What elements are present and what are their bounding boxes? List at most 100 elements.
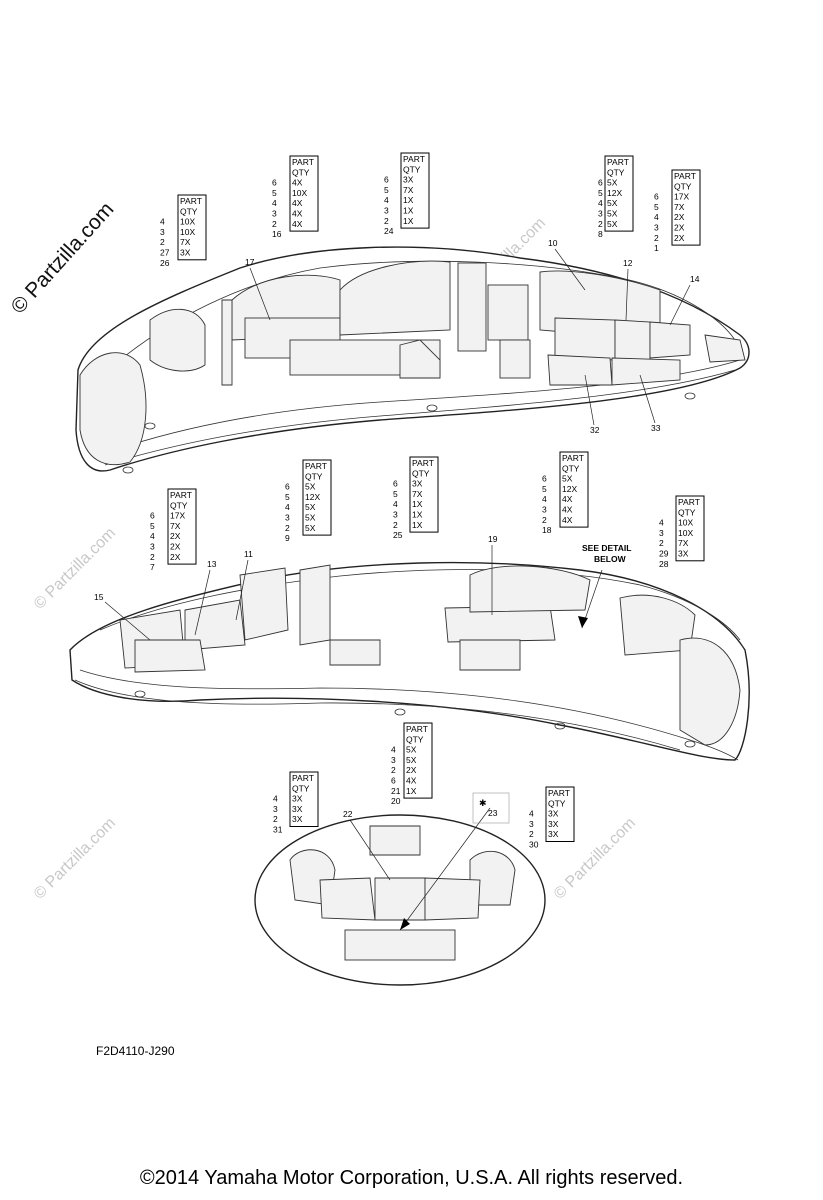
part-number: 5 [150,521,155,531]
qty-table-header: PART [305,461,327,471]
qty-table-header: QTY [170,500,188,510]
qty-value: 12X [305,492,320,502]
qty-table-header: QTY [678,507,696,517]
part-number: 4 [160,217,165,227]
qty-value: 7X [403,185,414,195]
part-number: 4 [150,531,155,541]
part-number: 3 [160,227,165,237]
qty-value: 4X [562,494,573,504]
qty-value: 3X [403,175,414,185]
qty-value: 2X [170,531,181,541]
part-number: 28 [659,559,669,569]
callout-13: 13 [207,559,217,569]
qty-value: 10X [180,217,195,227]
watermark-faint: © Partzilla.com [31,815,119,903]
qty-table-box [400,152,430,229]
part-number: 4 [529,809,534,819]
qty-value: 7X [678,538,689,548]
callout-32: 32 [590,425,600,435]
qty-table-box [675,495,705,562]
part-number: 2 [542,515,547,525]
qty-value: 5X [305,482,316,492]
part-number: 6 [542,474,547,484]
qty-table-header: PART [403,154,425,164]
qty-table-box [302,459,332,536]
qty-table-header: PART [292,157,314,167]
qty-value: 7X [170,521,181,531]
qty-table-header: PART [678,497,700,507]
qty-value: 10X [292,188,307,198]
qty-value: 7X [412,489,423,499]
part-number: 4 [384,195,389,205]
part-number: 8 [598,229,603,239]
part-number: 27 [160,248,170,258]
qty-value: 5X [562,474,573,484]
qty-tables: PARTQTY10X10X7X3X4322726PARTQTY4X10X4X4X… [150,152,705,850]
qty-table-header: QTY [403,164,421,174]
qty-value: 3X [548,829,559,839]
part-number: 4 [542,494,547,504]
part-number: 1 [654,243,659,253]
callouts: 10 12 14 17 32 33 11 13 15 19 22 23 ✱ [94,238,700,881]
part-number: 26 [160,258,170,268]
part-number: 5 [285,492,290,502]
part-number: 7 [150,562,155,572]
part-number: 5 [272,188,277,198]
qty-table-box [545,786,575,842]
diagram-code: F2D4110-J290 [96,1044,175,1058]
qty-table-box [177,194,207,261]
part-number: 6 [391,776,396,786]
qty-value: 7X [180,237,191,247]
qty-value: 1X [412,520,423,530]
qty-value: 1X [403,206,414,216]
part-number: 4 [273,794,278,804]
qty-table-header: QTY [180,206,198,216]
qty-table-header: QTY [548,798,566,808]
part-number: 5 [393,489,398,499]
qty-value: 3X [292,794,303,804]
part-number: 16 [272,229,282,239]
qty-table-box [289,771,319,827]
qty-value: 3X [180,248,191,258]
part-number: 2 [150,552,155,562]
qty-value: 2X [170,542,181,552]
part-number: 2 [273,814,278,824]
part-number: 2 [393,520,398,530]
qty-table-header: PART [674,171,696,181]
qty-table-box [167,488,197,565]
qty-value: 5X [305,502,316,512]
qty-table-header: PART [548,788,570,798]
qty-value: 1X [412,499,423,509]
part-number: 4 [393,499,398,509]
qty-table-header: PART [607,157,629,167]
part-number: 9 [285,533,290,543]
qty-table-header: QTY [674,181,692,191]
callout-12: 12 [623,258,633,268]
qty-value: 3X [548,819,559,829]
callout-10: 10 [548,238,558,248]
see-detail-line1: SEE DETAIL [582,543,631,553]
qty-table-header: QTY [406,734,424,744]
qty-value: 5X [406,755,417,765]
part-number: 2 [598,219,603,229]
qty-value: 5X [305,513,316,523]
part-number: 3 [598,209,603,219]
qty-table-header: QTY [292,783,310,793]
qty-table-header: PART [412,458,434,468]
qty-value: 1X [403,216,414,226]
qty-table-box [671,169,701,246]
qty-value: 4X [292,198,303,208]
part-number: 5 [654,202,659,212]
part-number: 2 [654,233,659,243]
qty-table-box [409,456,439,533]
qty-table-header: QTY [562,463,580,473]
part-number: 3 [654,223,659,233]
qty-value: 2X [170,552,181,562]
